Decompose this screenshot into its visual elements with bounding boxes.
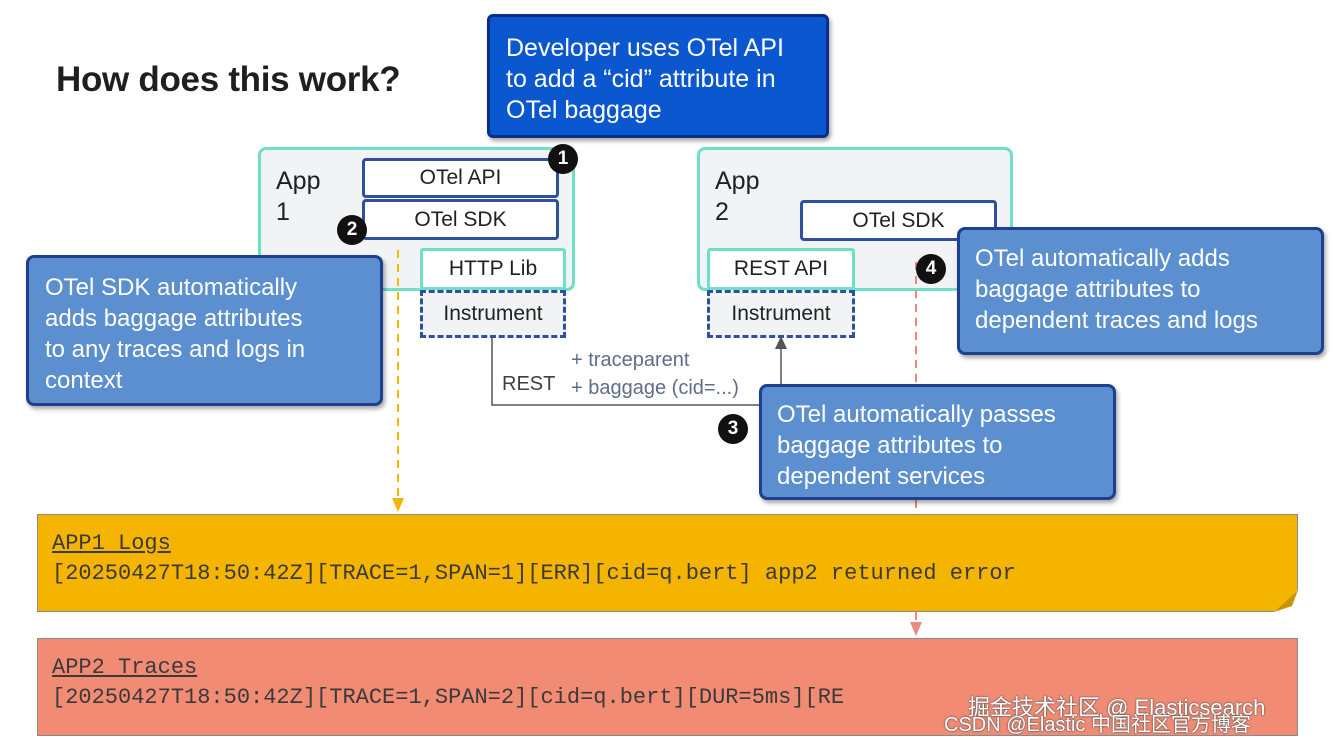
sdk-callout-line: context <box>45 367 123 394</box>
rest-flow-line <box>491 338 782 406</box>
watermark-line1: 掘金技术社区 @ Elasticsearch <box>968 695 1266 720</box>
step-badge-3: 3 <box>718 414 748 444</box>
app2-traces-panel: APP2 Traces [20250427T18:50:42Z][TRACE=1… <box>37 638 1298 736</box>
app2-rest-api: REST API <box>707 248 855 290</box>
logs-page-curl <box>1274 590 1298 612</box>
page-title: How does this work? <box>56 60 401 99</box>
step-badge-2: 2 <box>337 215 367 245</box>
step-badge-1: 1 <box>548 144 578 174</box>
watermark-line2: CSDN @Elastic 中国社区官方博客 <box>944 714 1251 736</box>
app2-label-line1: App <box>715 167 760 195</box>
app1-label-line1: App <box>276 167 321 195</box>
sdk-callout-line: OTel SDK automatically <box>45 274 298 301</box>
traceparent-label: + traceparent <box>571 349 690 371</box>
developer-callout-line: to add a “cid” attribute in <box>506 65 776 93</box>
app1-otel-api: OTel API <box>362 158 559 198</box>
traces-arrowhead <box>910 622 922 636</box>
app2-label: App 2 <box>715 166 759 228</box>
app1-http-lib: HTTP Lib <box>420 248 566 290</box>
sdk-callout-line: adds baggage attributes <box>45 305 303 332</box>
passes-callout-line: OTel automatically passes <box>777 401 1056 428</box>
adds-callout-line: dependent traces and logs <box>975 307 1258 334</box>
baggage-label: + baggage (cid=...) <box>571 377 739 399</box>
developer-callout: Developer uses OTel API to add a “cid” a… <box>487 14 829 138</box>
adds-callout: OTel automatically adds baggage attribut… <box>957 227 1324 355</box>
logs-arrowhead <box>392 498 404 512</box>
rest-flow-arrowhead <box>775 336 787 349</box>
passes-callout: OTel automatically passes baggage attrib… <box>759 384 1116 500</box>
app2-traces-title: APP2 Traces <box>52 655 198 680</box>
app2-trace-line: [20250427T18:50:42Z][TRACE=1,SPAN=2][cid… <box>52 685 845 710</box>
app1-otel-sdk: OTel SDK <box>362 199 559 240</box>
app1-label-line2: 1 <box>276 198 290 226</box>
app1-logs-panel: APP1 Logs [20250427T18:50:42Z][TRACE=1,S… <box>37 514 1298 612</box>
app1-instrument: Instrument <box>420 290 566 338</box>
adds-callout-line: OTel automatically adds <box>975 245 1230 272</box>
passes-callout-line: dependent services <box>777 463 986 490</box>
app2-instrument: Instrument <box>707 290 855 338</box>
developer-callout-line: Developer uses OTel API <box>506 34 784 62</box>
app1-label: App 1 <box>276 166 320 228</box>
rest-label: REST <box>502 373 556 395</box>
developer-callout-line: OTel baggage <box>506 96 662 124</box>
sdk-callout: OTel SDK automatically adds baggage attr… <box>26 255 383 406</box>
app1-log-line: [20250427T18:50:42Z][TRACE=1,SPAN=1][ERR… <box>52 561 1016 586</box>
sdk-callout-line: to any traces and logs in <box>45 336 306 363</box>
step-badge-4: 4 <box>916 254 946 284</box>
app1-logs-title: APP1 Logs <box>52 531 171 556</box>
adds-callout-line: baggage attributes to <box>975 276 1201 303</box>
passes-callout-line: baggage attributes to <box>777 432 1003 459</box>
app2-label-line2: 2 <box>715 198 729 226</box>
